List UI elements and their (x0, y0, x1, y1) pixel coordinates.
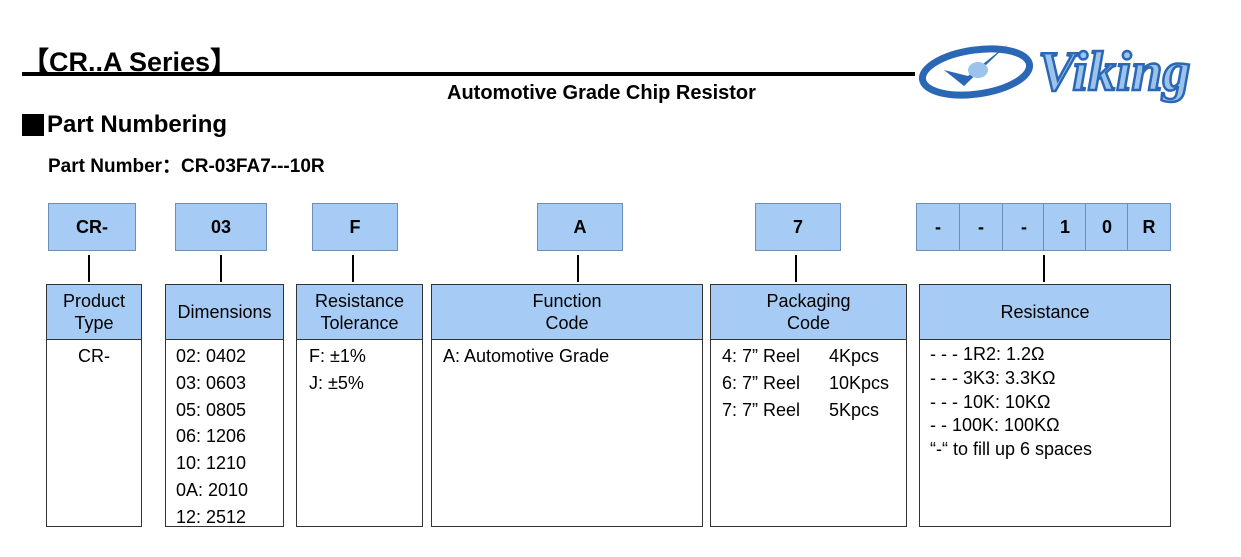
connector-line (1043, 255, 1045, 282)
connector-line (352, 255, 354, 282)
code-resistance-char: R (1127, 203, 1171, 251)
square-bullet-icon (22, 114, 44, 136)
connector-line (220, 255, 222, 282)
list-item: F: ±1% (309, 346, 366, 366)
viking-logo: Viking (918, 40, 1192, 104)
part-number-example: Part Number：CR-03FA7---10R (48, 156, 325, 177)
logo-wordmark: Viking (1038, 41, 1191, 103)
list-item: 12: 2512 (176, 506, 247, 527)
list-item: 10: 1210 (176, 453, 247, 474)
resistance-column: Resistance - - - 1R2: 1.2Ω - - - 3K3: 3.… (919, 284, 1171, 527)
code-resistance-char: - (959, 203, 1003, 251)
list-item: 06: 1206 (176, 426, 247, 447)
section-heading: Part Numbering (22, 111, 227, 139)
connector-line (577, 255, 579, 282)
list-item: 03: 0603 (176, 372, 247, 393)
list-item: - - - 3K3: 3.3KΩ (930, 367, 1056, 388)
column-body: F: ±1% J: ±5% (297, 340, 422, 397)
list-item: “-“ to fill up 6 spaces (930, 439, 1093, 460)
list-item: 0A: 2010 (176, 479, 249, 500)
code-dimension: 03 (175, 203, 267, 251)
column-body: - - - 1R2: 1.2Ω - - - 3K3: 3.3KΩ - - - 1… (920, 340, 1170, 462)
section-title: Part Numbering (47, 111, 228, 138)
code-resistance-char: 1 (1043, 203, 1087, 251)
code-resistance-char: 0 (1085, 203, 1129, 251)
list-item: J: ±5% (309, 372, 364, 393)
list-item: 02: 0402 (176, 346, 247, 366)
list-item: - - 100K: 100KΩ (930, 415, 1060, 436)
code-tolerance: F (312, 203, 398, 251)
list-item: CR- (78, 346, 110, 366)
code-packaging: 7 (755, 203, 841, 251)
code-resistance-char: - (1002, 203, 1046, 251)
code-function: A (537, 203, 623, 251)
code-series: CR- (48, 203, 136, 251)
column-body: A: Automotive Grade (432, 340, 702, 370)
connector-line (795, 255, 797, 282)
dimensions-column: Dimensions 02: 0402 03: 0603 05: 0805 06… (165, 284, 284, 527)
product-subtitle: Automotive Grade Chip Resistor (447, 82, 756, 104)
list-item: 05: 0805 (176, 399, 247, 420)
list-item: - - - 1R2: 1.2Ω (930, 344, 1045, 364)
list-item: A: Automotive Grade (443, 346, 610, 366)
title-rule (22, 72, 915, 76)
code-resistance-char: - (916, 203, 960, 251)
column-header: Dimensions (166, 285, 283, 340)
column-header: Resistance (920, 285, 1170, 340)
connector-line (88, 255, 90, 282)
column-body: 02: 0402 03: 0603 05: 0805 06: 1206 10: … (166, 340, 283, 531)
column-body: CR- (47, 340, 141, 370)
list-item: - - - 10K: 10KΩ (930, 391, 1051, 412)
